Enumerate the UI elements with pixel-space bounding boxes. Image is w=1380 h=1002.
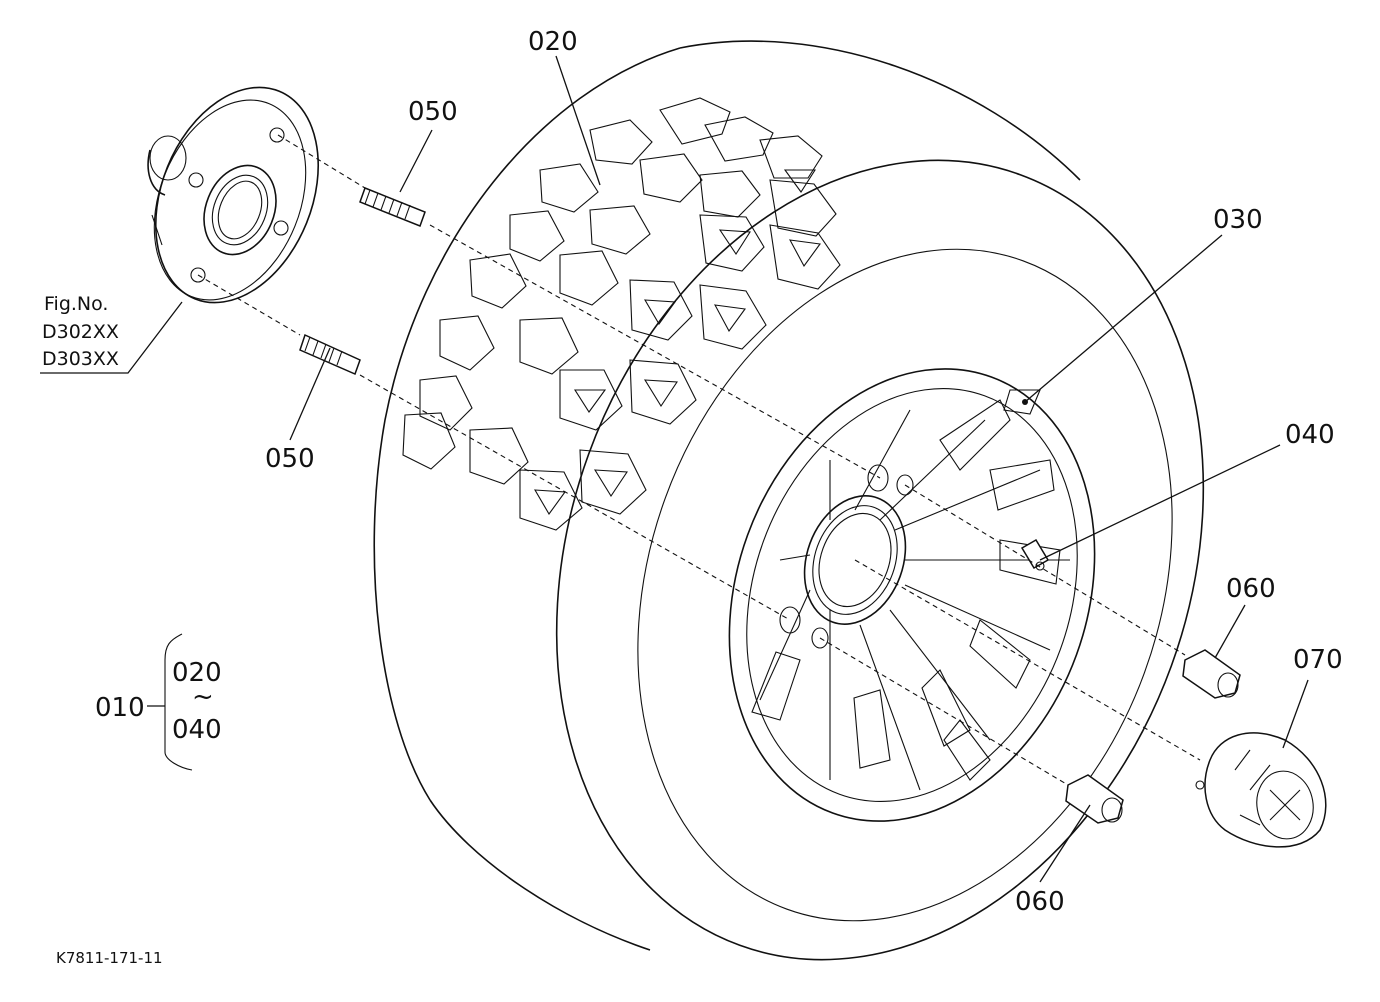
assembly-range-end: 040 [172, 715, 222, 745]
fig-no-d303: D303XX [42, 348, 119, 370]
wheel-rim [728, 368, 1096, 822]
assembly-range-start: 020 [172, 658, 222, 688]
assembly-lines [197, 134, 1201, 786]
fig-no-d302: D302XX [42, 321, 119, 343]
callout-060-bottom: 060 [1015, 887, 1065, 917]
leader-lines [40, 55, 1309, 883]
tire-tread [402, 97, 841, 531]
callout-020: 020 [528, 27, 578, 57]
hub-cap [1195, 732, 1327, 848]
fig-no-label: Fig.No. [44, 293, 108, 315]
wheel-stud-bottom [299, 333, 361, 376]
callout-030: 030 [1213, 205, 1263, 235]
assembly-parent-010: 010 [95, 693, 145, 723]
wheel-hub [147, 86, 320, 304]
wheel-stud-top [359, 187, 426, 227]
tire [373, 40, 1205, 961]
callout-060-right: 060 [1226, 574, 1276, 604]
callout-050-top: 050 [408, 97, 458, 127]
assembly-brace [164, 633, 193, 771]
lug-nut-bottom [1065, 774, 1124, 824]
lug-nut-right [1182, 649, 1241, 699]
assembly-range-tilde: ~ [192, 682, 214, 712]
drawing-id: K7811-171-11 [56, 949, 163, 967]
callout-050-bottom: 050 [265, 444, 315, 474]
callout-040: 040 [1285, 420, 1335, 450]
callout-070: 070 [1293, 645, 1343, 675]
